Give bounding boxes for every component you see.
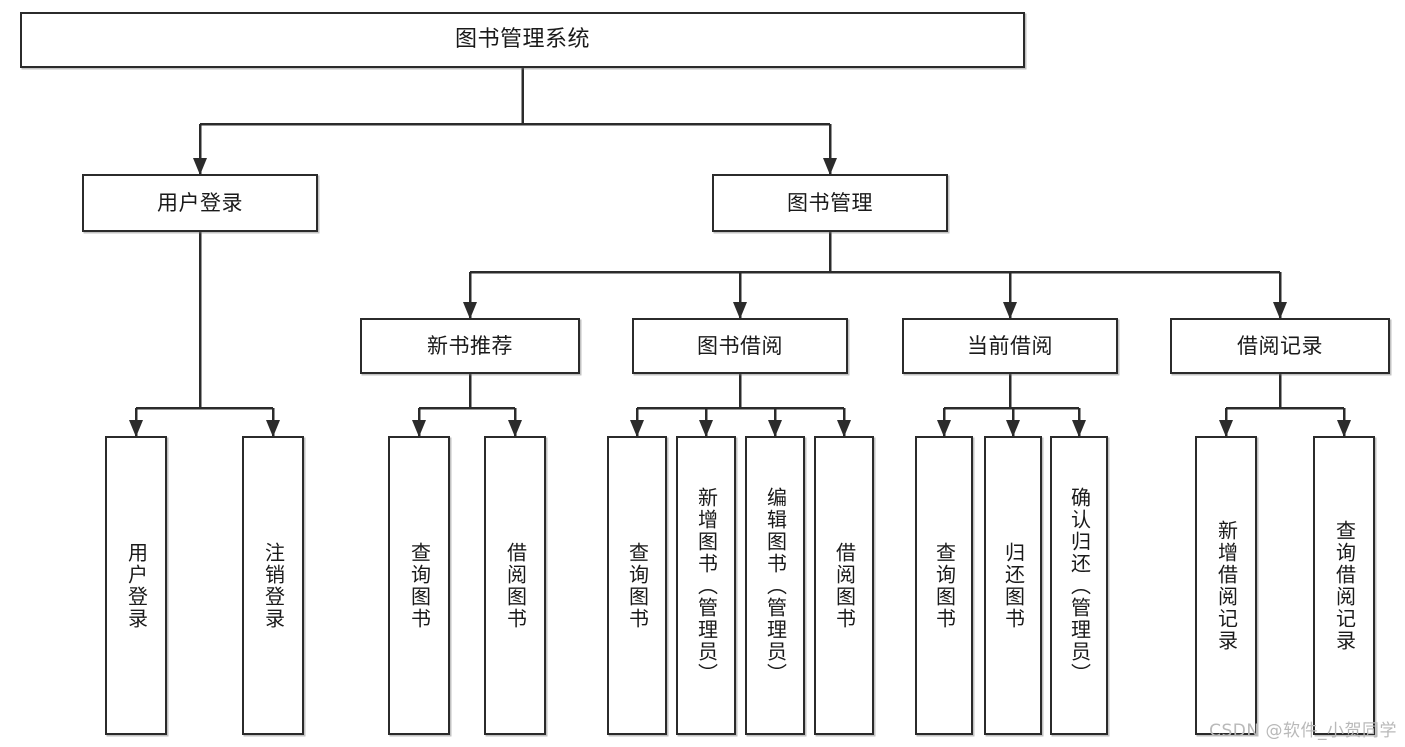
- arrowhead: [733, 302, 747, 319]
- node-current[interactable]: 当前借阅: [902, 318, 1118, 374]
- node-c-confirm[interactable]: 确认归还（管理员）: [1050, 436, 1108, 735]
- node-label: 图书管理系统: [454, 27, 590, 53]
- node-b-add[interactable]: 新增图书（管理员）: [676, 436, 736, 735]
- arrowhead: [412, 420, 426, 437]
- node-label: 图书借阅: [697, 333, 783, 358]
- arrowhead: [837, 420, 851, 437]
- node-c-return[interactable]: 归还图书: [984, 436, 1042, 735]
- node-n-borrow[interactable]: 借阅图书: [484, 436, 546, 735]
- node-root[interactable]: 图书管理系统: [20, 12, 1025, 68]
- node-label: 确认归还（管理员）: [1067, 486, 1092, 685]
- node-label: 新增图书（管理员）: [694, 486, 719, 685]
- arrowhead: [508, 420, 522, 437]
- node-newbook[interactable]: 新书推荐: [360, 318, 580, 374]
- arrowhead: [823, 158, 837, 175]
- arrowhead: [1072, 420, 1086, 437]
- arrowhead: [630, 420, 644, 437]
- arrowhead: [129, 420, 143, 437]
- node-l-login[interactable]: 用户登录: [105, 436, 167, 735]
- node-record[interactable]: 借阅记录: [1170, 318, 1390, 374]
- node-label: 借阅图书: [832, 541, 857, 630]
- arrowhead: [1273, 302, 1287, 319]
- node-login[interactable]: 用户登录: [82, 174, 318, 232]
- arrowhead: [193, 158, 207, 175]
- node-b-query[interactable]: 查询图书: [607, 436, 667, 735]
- node-label: 查询图书: [407, 541, 432, 630]
- node-label: 当前借阅: [967, 333, 1053, 358]
- node-c-query[interactable]: 查询图书: [915, 436, 973, 735]
- node-label: 借阅图书: [503, 541, 528, 630]
- node-r-query[interactable]: 查询借阅记录: [1313, 436, 1375, 735]
- node-bookmgmt[interactable]: 图书管理: [712, 174, 948, 232]
- node-label: 用户登录: [124, 541, 149, 630]
- node-label: 注销登录: [261, 541, 286, 630]
- node-label: 编辑图书（管理员）: [763, 486, 788, 685]
- arrowhead: [1003, 302, 1017, 319]
- node-label: 归还图书: [1001, 541, 1026, 630]
- node-r-add[interactable]: 新增借阅记录: [1195, 436, 1257, 735]
- node-label: 新书推荐: [427, 333, 513, 358]
- arrowhead: [266, 420, 280, 437]
- arrowhead: [768, 420, 782, 437]
- arrowhead: [463, 302, 477, 319]
- arrowhead: [1219, 420, 1233, 437]
- csdn-watermark: CSDN @软件_小贺同学: [1209, 721, 1397, 741]
- node-label: 查询图书: [932, 541, 957, 630]
- node-b-edit[interactable]: 编辑图书（管理员）: [745, 436, 805, 735]
- arrowhead: [937, 420, 951, 437]
- node-label: 借阅记录: [1237, 333, 1323, 358]
- arrowhead: [699, 420, 713, 437]
- node-l-logout[interactable]: 注销登录: [242, 436, 304, 735]
- node-n-query[interactable]: 查询图书: [388, 436, 450, 735]
- node-label: 新增借阅记录: [1214, 519, 1239, 652]
- node-borrow[interactable]: 图书借阅: [632, 318, 848, 374]
- arrowhead: [1337, 420, 1351, 437]
- node-b-lend[interactable]: 借阅图书: [814, 436, 874, 735]
- node-label: 图书管理: [787, 190, 873, 215]
- node-label: 查询图书: [625, 541, 650, 630]
- node-label: 用户登录: [157, 190, 243, 215]
- arrowhead: [1006, 420, 1020, 437]
- node-label: 查询借阅记录: [1332, 519, 1357, 652]
